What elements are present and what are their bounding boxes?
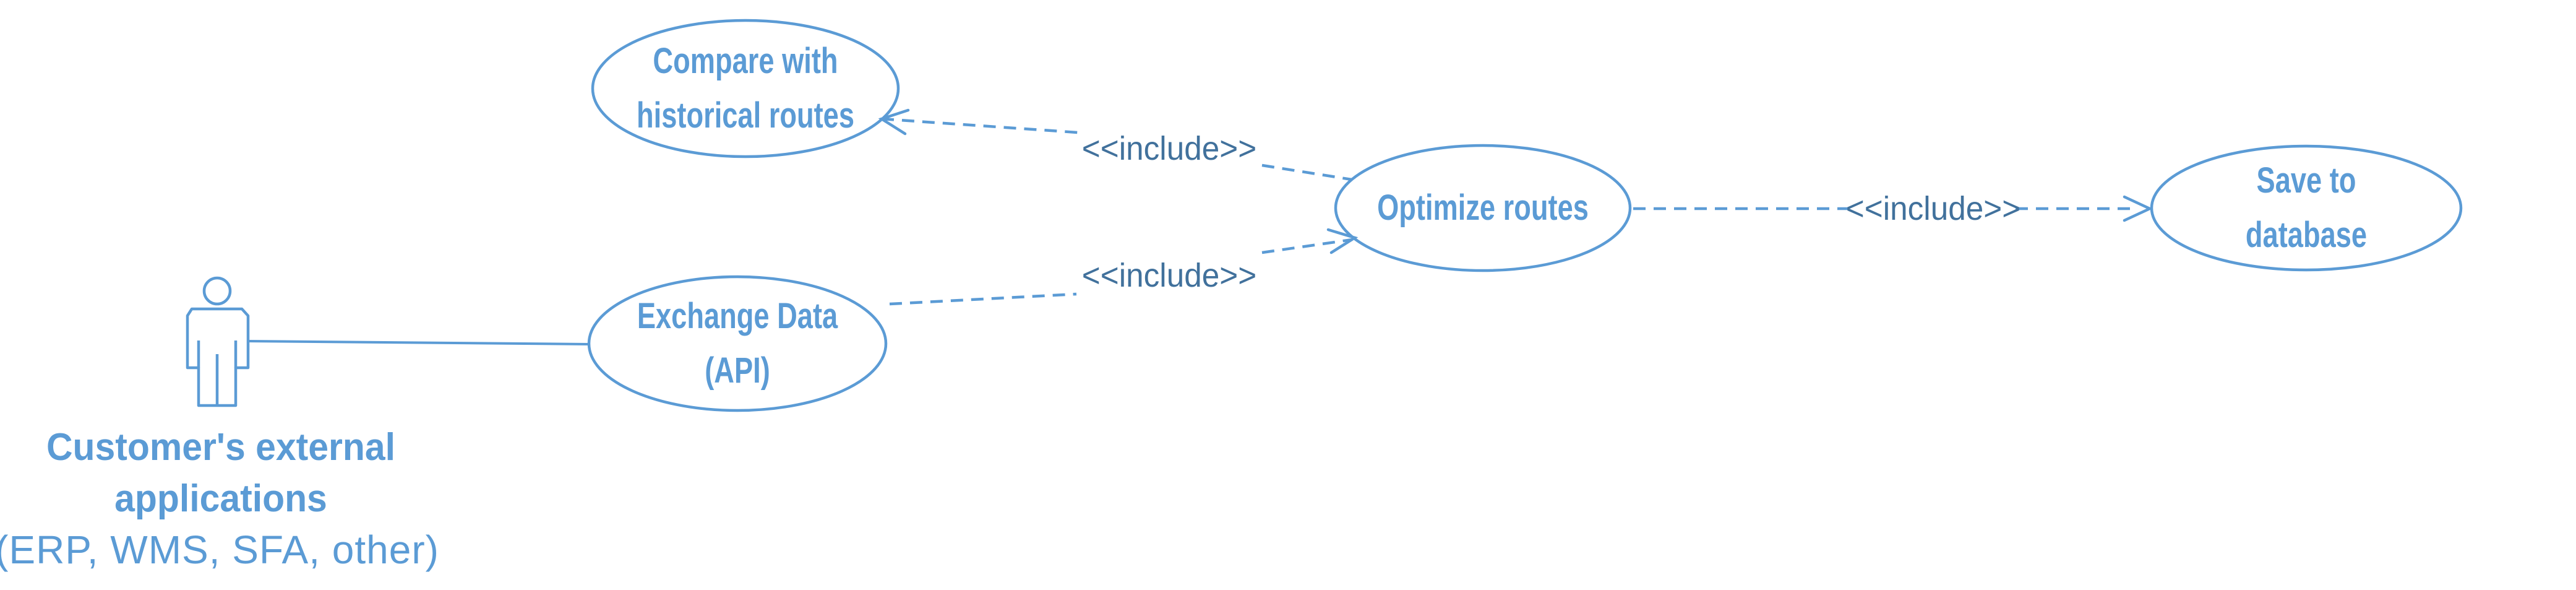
include-label-optimize-save: <<include>> (1845, 190, 2021, 227)
actor-head (202, 276, 232, 306)
arrowhead (2123, 195, 2153, 222)
usecase-label-save: Save to database (2245, 160, 2368, 255)
include-edge-optimize-save (1633, 195, 2153, 222)
usecase-label-compare: Compare with historical routes (637, 41, 854, 136)
actor-figure (186, 276, 250, 407)
actor-detail-label: (ERP, WMS, SFA, other) (0, 527, 439, 572)
include-edge-optimize-compare (878, 108, 1352, 181)
dashed-line (881, 117, 1078, 134)
usecase-ellipse-exchange (587, 275, 888, 412)
usecase-ellipse-optimize (1334, 144, 1632, 272)
arrowhead (878, 108, 910, 136)
dashed-line (889, 292, 1077, 306)
usecase-label-exchange: Exchange Data (API) (637, 296, 838, 391)
arrowhead (1326, 228, 1359, 254)
actor-label: Customer's external applications (46, 426, 395, 520)
include-edge-exchange-optimize (889, 228, 1359, 306)
dashed-line (1261, 238, 1353, 254)
dashed-line (1261, 163, 1352, 181)
usecase-ellipse-compare (591, 19, 900, 158)
usecase-label-optimize: Optimize routes (1377, 188, 1589, 228)
include-label-exchange-optimize: <<include>> (1081, 257, 1257, 294)
include-label-optimize-compare: <<include>> (1081, 130, 1257, 167)
association-actor-exchange (247, 340, 590, 345)
